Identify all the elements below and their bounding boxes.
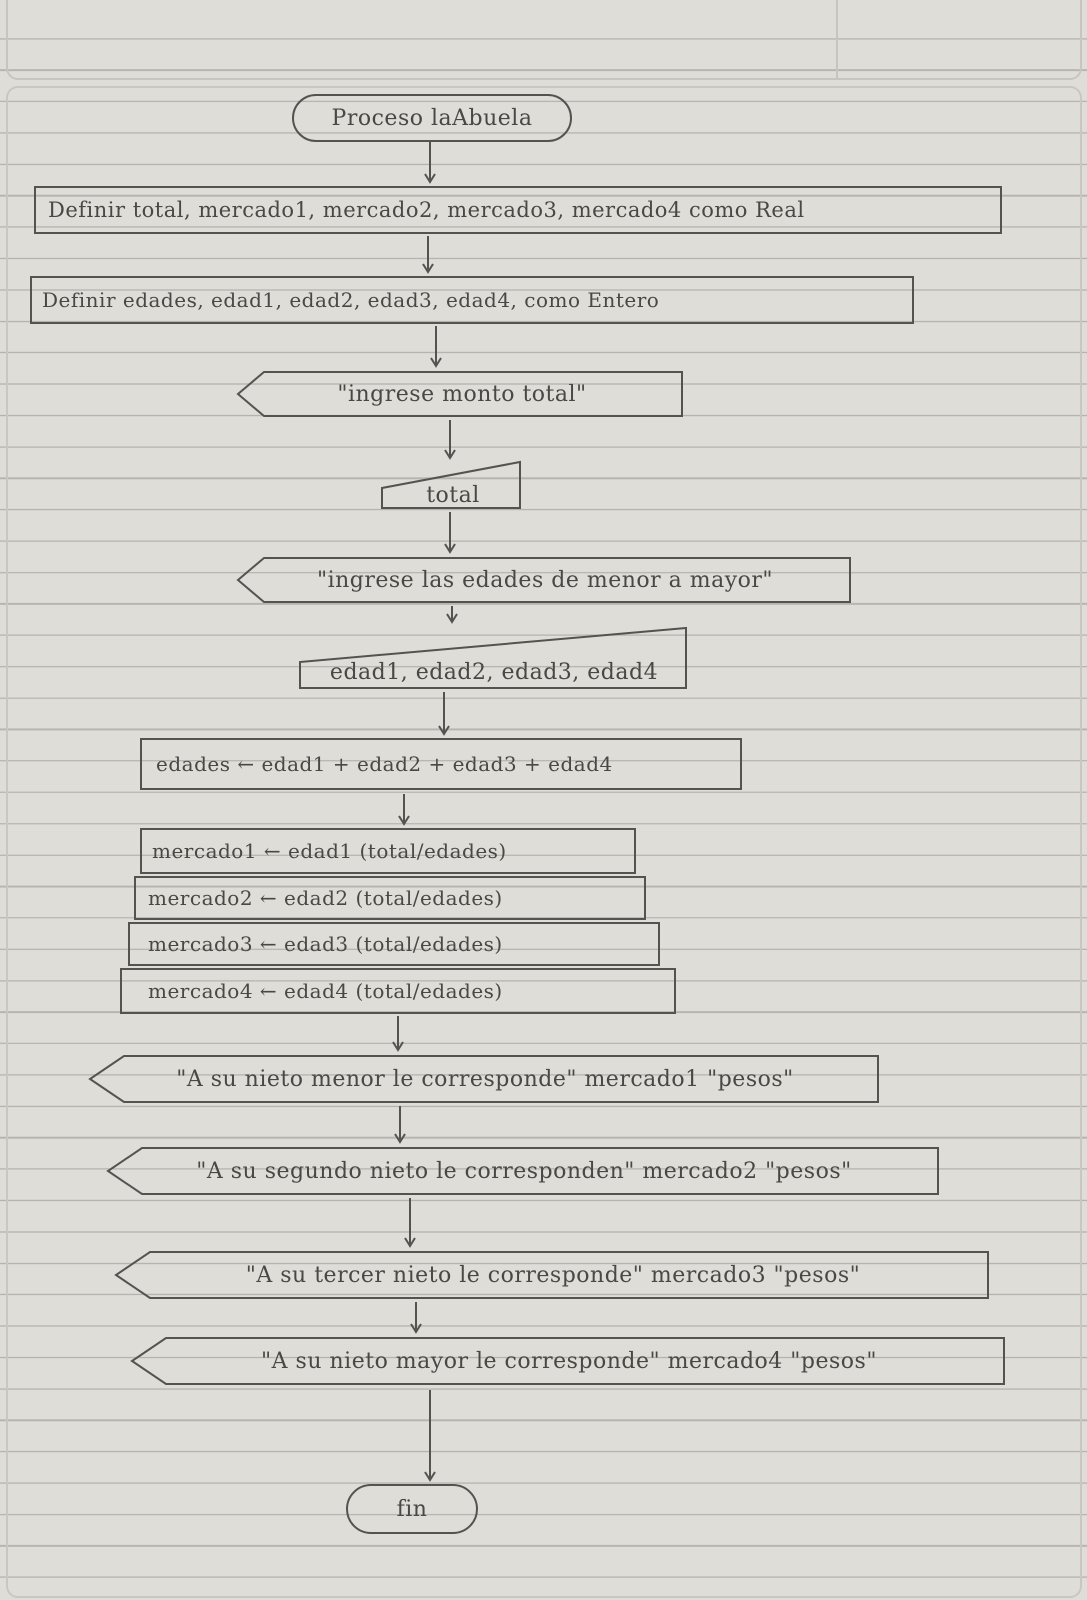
process-text: edades ← edad1 + edad2 + edad3 + edad4: [156, 752, 613, 776]
flow-arrow: [430, 326, 442, 368]
output-text: "ingrese las edades de menor a mayor": [316, 567, 774, 593]
input-text: total: [426, 482, 480, 508]
flow-arrow: [404, 1198, 416, 1248]
process-mercado1: mercado1 ← edad1 (total/edades): [140, 828, 636, 874]
flow-arrow: [444, 512, 456, 554]
flow-arrow: [410, 1302, 422, 1334]
output-text: "ingrese monto total": [337, 381, 587, 407]
input-ages: edad1, edad2, edad3, edad4: [298, 626, 690, 690]
flow-arrow: [424, 1390, 436, 1482]
process-text: mercado3 ← edad3 (total/edades): [148, 932, 503, 956]
end-label: fin: [396, 1496, 428, 1522]
output-mercado4: "A su nieto mayor le corresponde" mercad…: [130, 1336, 1008, 1386]
input-total: total: [380, 460, 526, 510]
process-text: mercado2 ← edad2 (total/edades): [148, 886, 503, 910]
flow-arrow: [424, 140, 436, 184]
flow-arrow: [422, 236, 434, 274]
process-mercado3: mercado3 ← edad3 (total/edades): [128, 922, 660, 966]
process-text: mercado4 ← edad4 (total/edades): [148, 979, 503, 1003]
output-text: "A su tercer nieto le corresponde" merca…: [245, 1262, 861, 1288]
output-text: "A su nieto mayor le corresponde" mercad…: [261, 1348, 877, 1374]
flow-arrow: [398, 794, 410, 826]
process-text: Definir total, mercado1, mercado2, merca…: [48, 198, 805, 222]
flow-arrow: [444, 420, 456, 460]
start-terminal: Proceso laAbuela: [292, 94, 572, 142]
process-sum-ages: edades ← edad1 + edad2 + edad3 + edad4: [140, 738, 742, 790]
input-text: edad1, edad2, edad3, edad4: [329, 659, 659, 685]
process-mercado2: mercado2 ← edad2 (total/edades): [134, 876, 646, 920]
process-define-real: Definir total, mercado1, mercado2, merca…: [34, 186, 1002, 234]
process-text: Definir edades, edad1, edad2, edad3, eda…: [42, 288, 660, 312]
output-text: "A su nieto menor le corresponde" mercad…: [176, 1066, 794, 1092]
end-terminal: fin: [346, 1484, 478, 1534]
flow-arrow: [446, 606, 458, 624]
output-mercado1: "A su nieto menor le corresponde" mercad…: [88, 1054, 882, 1104]
flow-arrow: [438, 692, 450, 736]
process-text: mercado1 ← edad1 (total/edades): [152, 839, 507, 863]
output-prompt-total: "ingrese monto total": [236, 370, 688, 418]
process-define-int: Definir edades, edad1, edad2, edad3, eda…: [30, 276, 914, 324]
previous-page-edge: [6, 0, 1082, 80]
flow-arrow: [392, 1016, 404, 1052]
flow-arrow: [394, 1106, 406, 1144]
output-mercado2: "A su segundo nieto le corresponden" mer…: [106, 1146, 942, 1196]
process-mercado4: mercado4 ← edad4 (total/edades): [120, 968, 676, 1014]
start-label: Proceso laAbuela: [331, 105, 533, 131]
page-frame: [6, 86, 1082, 1598]
output-prompt-ages: "ingrese las edades de menor a mayor": [236, 556, 854, 604]
output-mercado3: "A su tercer nieto le corresponde" merca…: [114, 1250, 992, 1300]
margin-line: [836, 0, 838, 78]
output-text: "A su segundo nieto le corresponden" mer…: [196, 1158, 852, 1184]
